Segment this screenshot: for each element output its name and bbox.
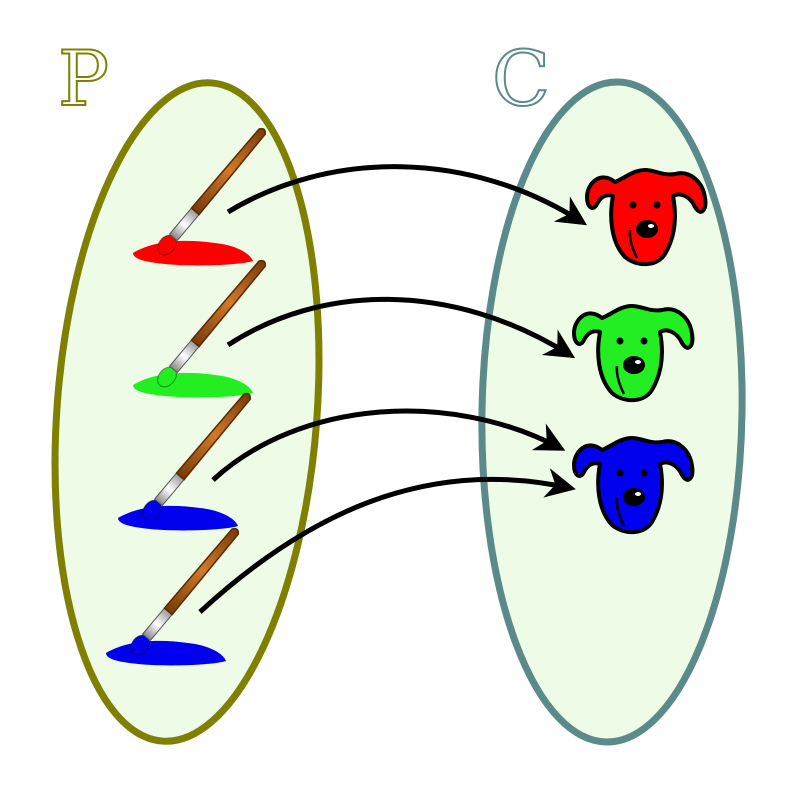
- blue-paintbrush-icon: [118, 392, 252, 531]
- blue-dog-icon: [572, 436, 695, 535]
- blue-paintbrush-2-icon: [106, 527, 240, 666]
- arrow-1: [226, 164, 588, 226]
- red-dog-icon: [585, 168, 708, 267]
- arrow-3: [211, 408, 566, 482]
- arrow-2: [226, 296, 576, 359]
- arrow-4: [198, 468, 576, 614]
- green-paintbrush-icon: [133, 259, 267, 398]
- green-dog-icon: [572, 304, 695, 403]
- codomain-set-ellipse: [478, 78, 746, 746]
- codomain-label: C: [492, 34, 550, 123]
- red-paintbrush-icon: [133, 127, 267, 266]
- domain-label: P: [58, 34, 109, 123]
